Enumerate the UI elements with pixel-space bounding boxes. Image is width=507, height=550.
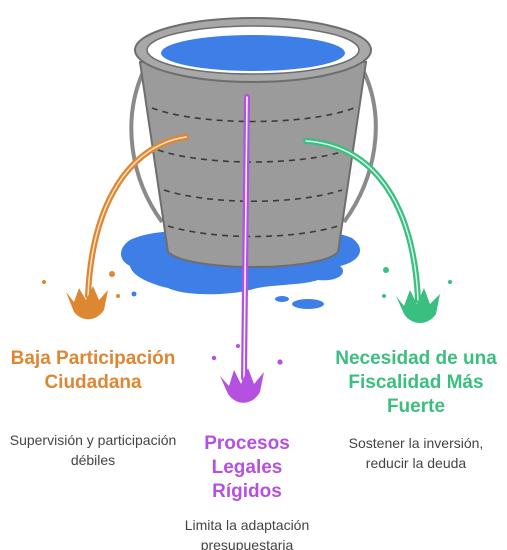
leak-stream-icon xyxy=(303,138,421,303)
leak-title-participation: Baja Participación Ciudadana xyxy=(10,348,176,393)
leak-description-legal: Limita la adaptación presupuestaria xyxy=(184,517,310,550)
splash-icon xyxy=(211,344,283,403)
bucket-handle xyxy=(129,71,164,224)
splash-icon xyxy=(42,271,120,320)
bucket-icon xyxy=(134,17,372,268)
leak-title-fiscal: Necesidad de una Fiscalidad Más Fuerte xyxy=(335,348,497,417)
leak-description-fiscal: Sostener la inversión, reducir la deuda xyxy=(348,435,484,471)
leak-stream-icon xyxy=(85,134,189,299)
leak-stream-icon xyxy=(241,94,250,381)
splash-icon xyxy=(382,267,452,323)
leak-title-legal: Procesos Legales Rígidos xyxy=(204,433,290,502)
leak-description-participation: Supervisión y participación débiles xyxy=(9,432,177,468)
